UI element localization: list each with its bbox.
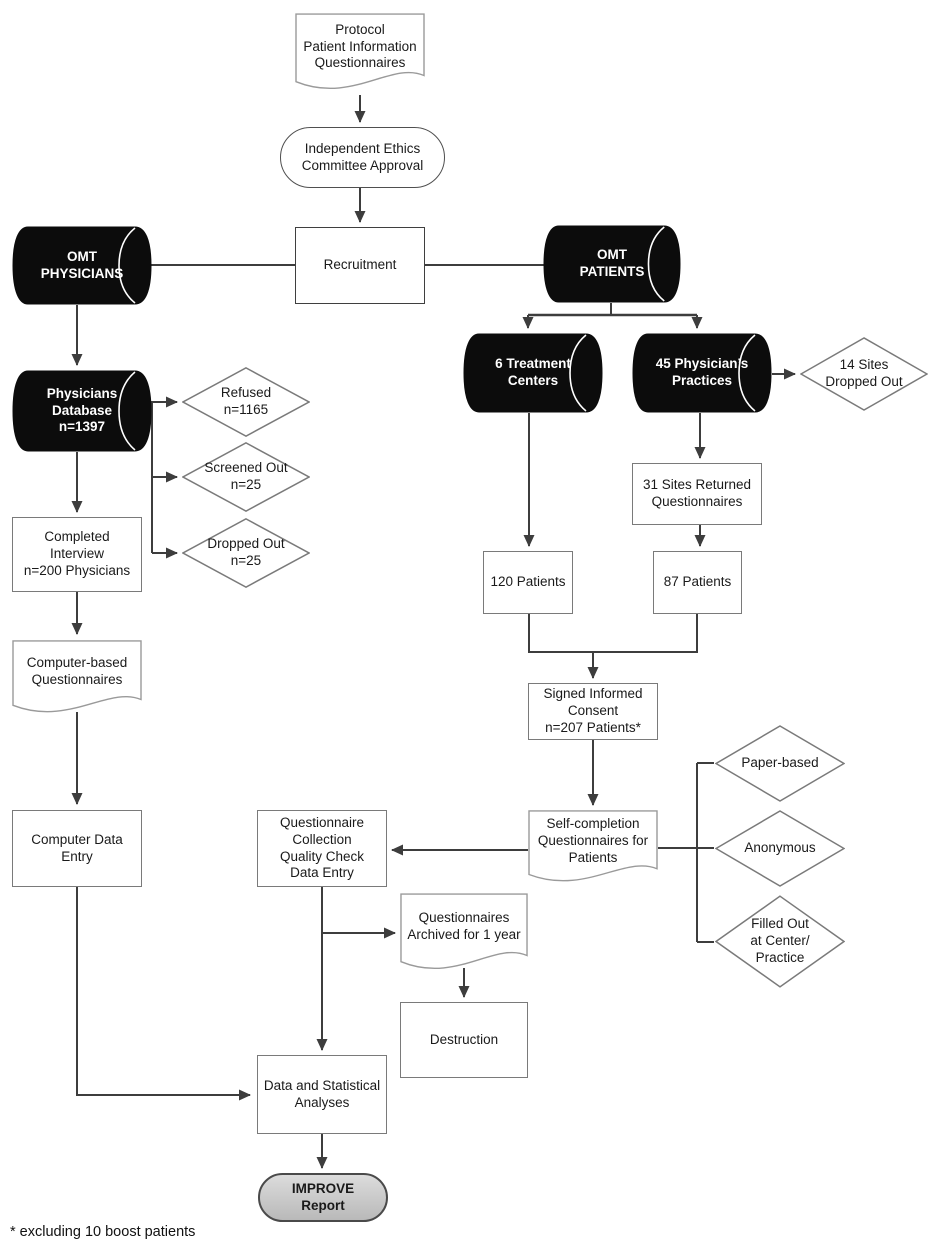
questionnaire-collection-box: Questionnaire Collection Quality Check D… — [257, 810, 387, 887]
patients-87-box: 87 Patients — [653, 551, 742, 614]
screened-out-diamond: Screened Out n=25 — [182, 442, 310, 512]
screened-out-label: Screened Out n=25 — [204, 460, 288, 492]
questionnaires-archived-label: Questionnaires Archived for 1 year — [407, 910, 521, 942]
diamond-shape — [182, 367, 310, 437]
footnote: * excluding 10 boost patients — [10, 1224, 196, 1240]
omt-physicians-label: OMT PHYSICIANS — [40, 248, 124, 281]
anonymous-diamond: Anonymous — [715, 810, 845, 887]
omt-physicians-cylinder: OMT PHYSICIANS — [12, 226, 152, 305]
sites-dropped-label: 14 Sites Dropped Out — [825, 357, 903, 389]
computer-questionnaires-label: Computer-based Questionnaires — [26, 655, 128, 687]
dropped-out-label: Dropped Out n=25 — [207, 536, 285, 568]
ethics-approval-label: Independent Ethics Committee Approval — [301, 140, 424, 173]
omt-patients-cylinder: OMT PATIENTS — [543, 225, 681, 303]
dropped-out-diamond: Dropped Out n=25 — [182, 518, 310, 588]
protocol-document-label: Protocol Patient Information Questionnai… — [303, 21, 417, 71]
refused-diamond: Refused n=1165 — [182, 367, 310, 437]
ethics-approval-stadium: Independent Ethics Committee Approval — [280, 127, 445, 188]
self-completion-label: Self-completion Questionnaires for Patie… — [537, 816, 649, 865]
physicians-database-label: Physicians Database n=1397 — [46, 385, 118, 435]
cylinder-shape — [543, 225, 681, 303]
computer-data-entry-box: Computer Data Entry — [12, 810, 142, 887]
improve-report-stadium: IMPROVE Report — [258, 1173, 388, 1222]
anonymous-label: Anonymous — [744, 840, 816, 856]
destruction-label: Destruction — [429, 1031, 499, 1047]
completed-interview-label: Completed Interview n=200 Physicians — [23, 529, 131, 578]
document-shape — [12, 640, 142, 718]
patients-120-box: 120 Patients — [483, 551, 573, 614]
treatment-centers-cylinder: 6 Treatment Centers — [463, 333, 603, 413]
cylinder-shape — [12, 226, 152, 305]
diamond-shape — [182, 442, 310, 512]
physician-practices-cylinder: 45 Physician’s Practices — [632, 333, 772, 413]
cylinder-shape — [632, 333, 772, 413]
diamond-shape — [715, 810, 845, 887]
filled-out-label: Filled Out at Center/ Practice — [750, 916, 810, 965]
cylinder-shape — [12, 370, 152, 452]
completed-interview-box: Completed Interview n=200 Physicians — [12, 517, 142, 592]
document-shape — [528, 810, 658, 887]
destruction-box: Destruction — [400, 1002, 528, 1078]
patients-87-label: 87 Patients — [663, 574, 732, 590]
document-shape — [295, 13, 425, 95]
sites-returned-box: 31 Sites Returned Questionnaires — [632, 463, 762, 525]
filled-out-diamond: Filled Out at Center/ Practice — [715, 895, 845, 988]
diamond-shape — [182, 518, 310, 588]
self-completion-document: Self-completion Questionnaires for Patie… — [528, 810, 658, 887]
paper-based-diamond: Paper-based — [715, 725, 845, 802]
refused-label: Refused n=1165 — [220, 385, 272, 417]
questionnaire-collection-label: Questionnaire Collection Quality Check D… — [279, 815, 365, 881]
computer-questionnaires-document: Computer-based Questionnaires — [12, 640, 142, 718]
data-analyses-label: Data and Statistical Analyses — [263, 1077, 381, 1110]
recruitment-label: Recruitment — [323, 257, 397, 273]
improve-report-label: IMPROVE Report — [291, 1180, 355, 1213]
cylinder-shape — [463, 333, 603, 413]
physicians-database-cylinder: Physicians Database n=1397 — [12, 370, 152, 452]
physician-practices-label: 45 Physician’s Practices — [655, 356, 749, 388]
protocol-document: Protocol Patient Information Questionnai… — [295, 13, 425, 95]
paper-based-label: Paper-based — [741, 755, 819, 771]
data-analyses-box: Data and Statistical Analyses — [257, 1055, 387, 1134]
omt-patients-label: OMT PATIENTS — [579, 247, 645, 279]
diamond-shape — [715, 725, 845, 802]
signed-consent-box: Signed Informed Consent n=207 Patients* — [528, 683, 658, 740]
sites-returned-label: 31 Sites Returned Questionnaires — [642, 477, 752, 509]
patients-120-label: 120 Patients — [490, 574, 566, 590]
wire-group — [71, 95, 796, 1169]
recruitment-box: Recruitment — [295, 227, 425, 304]
questionnaires-archived-document: Questionnaires Archived for 1 year — [400, 893, 528, 975]
diamond-shape — [800, 337, 928, 411]
diamond-shape — [715, 895, 845, 988]
sites-dropped-diamond: 14 Sites Dropped Out — [800, 337, 928, 411]
computer-data-entry-label: Computer Data Entry — [31, 831, 123, 864]
document-shape — [400, 893, 528, 975]
signed-consent-label: Signed Informed Consent n=207 Patients* — [543, 686, 643, 735]
treatment-centers-label: 6 Treatment Centers — [495, 356, 571, 388]
